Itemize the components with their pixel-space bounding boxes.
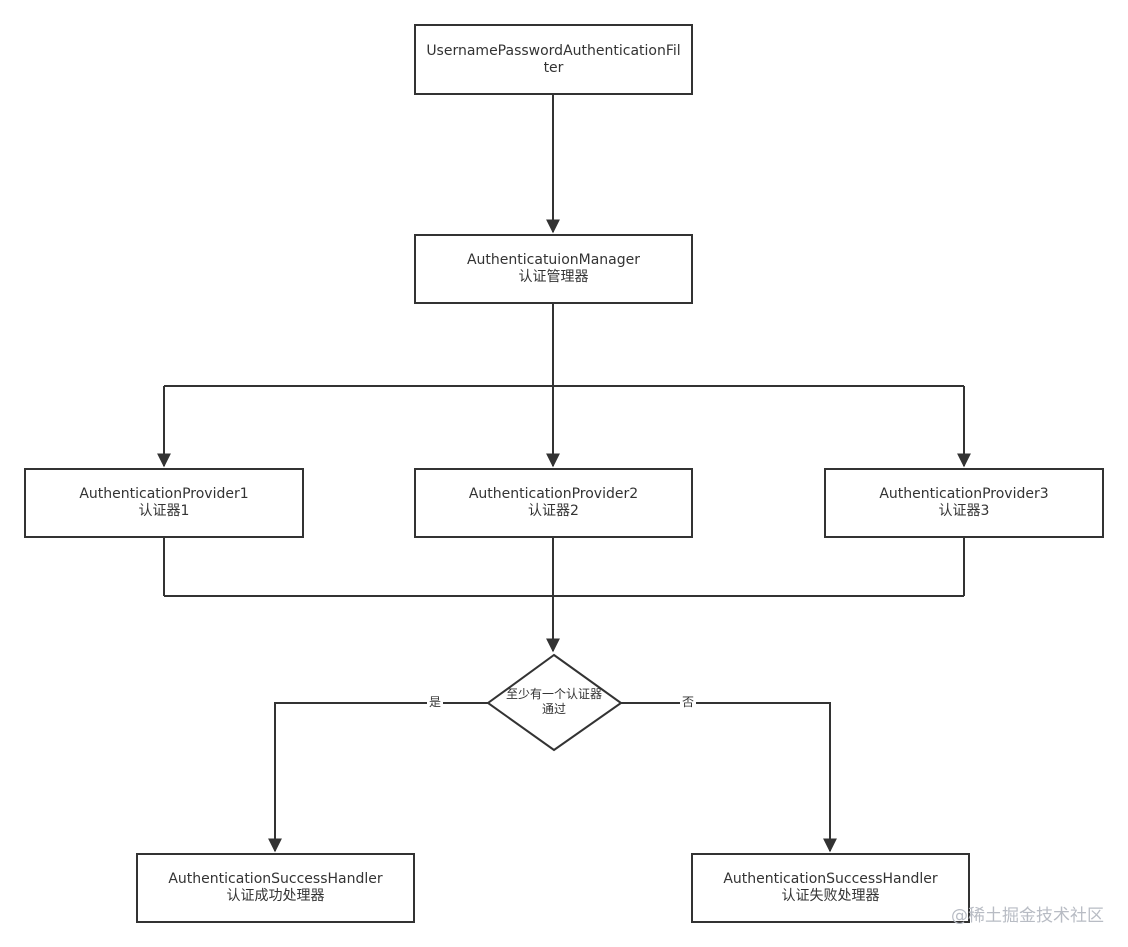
success-handler-title: AuthenticationSuccessHandler bbox=[168, 871, 383, 887]
provider2-node-title: AuthenticationProvider2 bbox=[468, 486, 639, 502]
manager-node-subtitle: 认证管理器 bbox=[518, 269, 589, 285]
no-edge-label: 否 bbox=[680, 695, 697, 709]
failure-handler-subtitle: 认证失败处理器 bbox=[781, 888, 880, 904]
filter-node: UsernamePasswordAuthenticationFilter bbox=[414, 24, 693, 95]
provider2-node-subtitle: 认证器2 bbox=[528, 503, 579, 519]
yes-edge-label: 是 bbox=[427, 695, 444, 709]
watermark: @稀土掘金技术社区 bbox=[951, 906, 1104, 926]
provider1-node-subtitle: 认证器1 bbox=[138, 503, 190, 519]
provider1-node: AuthenticationProvider1 认证器1 bbox=[24, 468, 304, 538]
failure-handler-title: AuthenticationSuccessHandler bbox=[723, 871, 938, 887]
edge-decision-no bbox=[621, 702, 837, 853]
filter-node-title: UsernamePasswordAuthenticationFilter bbox=[426, 42, 681, 76]
provider3-node-title: AuthenticationProvider3 bbox=[879, 486, 1049, 502]
decision-label: 至少有一个认证器 通过 bbox=[498, 687, 610, 717]
provider3-node: AuthenticationProvider3 认证器3 bbox=[824, 468, 1104, 538]
manager-node-title: AuthenticatuionManager bbox=[466, 252, 640, 268]
edge-decision-yes bbox=[268, 702, 488, 853]
decision-label-line1: 至少有一个认证器 bbox=[505, 687, 602, 701]
provider2-node: AuthenticationProvider2 认证器2 bbox=[414, 468, 693, 538]
failure-handler-node: AuthenticationSuccessHandler 认证失败处理器 bbox=[691, 853, 970, 923]
success-handler-subtitle: 认证成功处理器 bbox=[226, 888, 325, 904]
decision-label-line2: 通过 bbox=[541, 702, 566, 716]
provider3-node-subtitle: 认证器3 bbox=[938, 503, 990, 519]
provider1-node-title: AuthenticationProvider1 bbox=[79, 486, 249, 502]
manager-node: AuthenticatuionManager 认证管理器 bbox=[414, 234, 693, 304]
decision-diamond bbox=[486, 653, 623, 752]
success-handler-node: AuthenticationSuccessHandler 认证成功处理器 bbox=[136, 853, 415, 923]
